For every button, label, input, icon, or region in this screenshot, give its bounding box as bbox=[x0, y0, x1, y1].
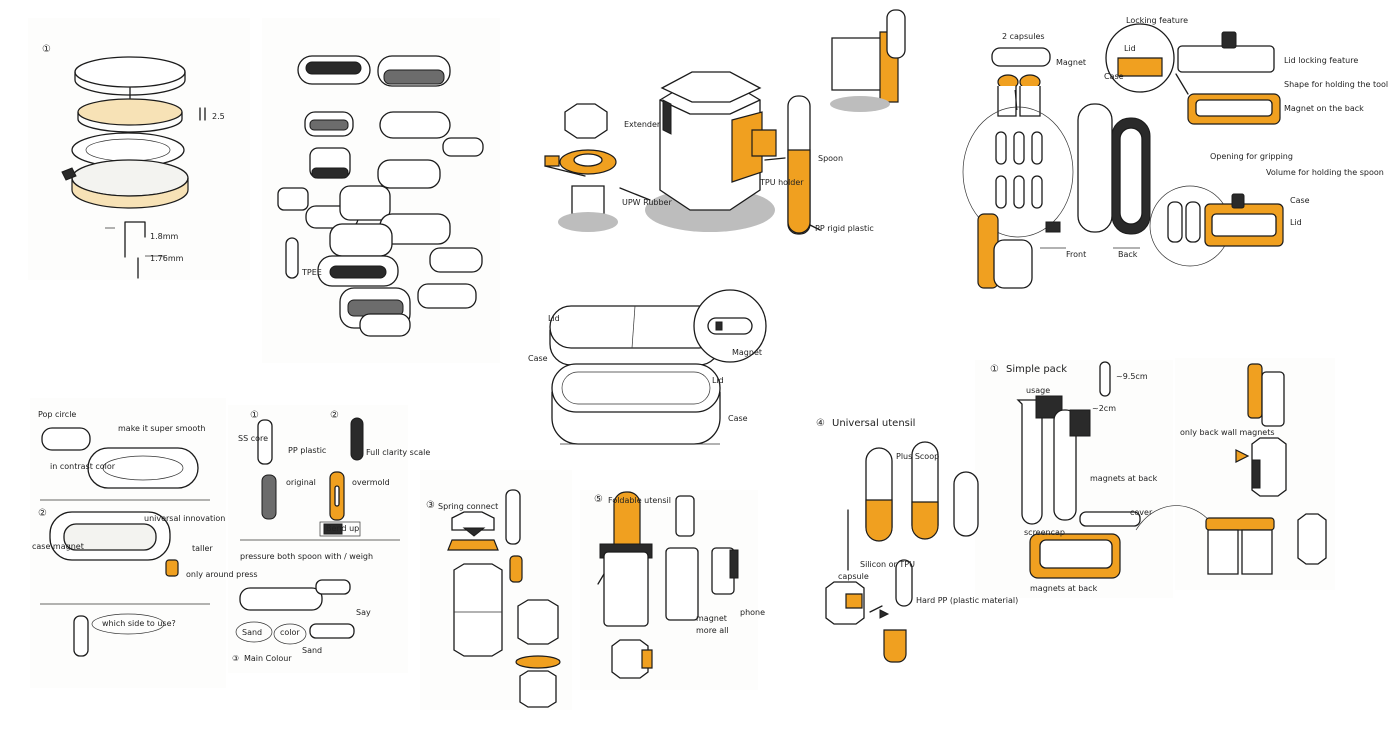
note: pressure both spoon with / weigh bbox=[240, 552, 374, 561]
note: Full clarity scale bbox=[366, 448, 431, 457]
note: capsule bbox=[838, 572, 869, 581]
note: 1.76mm bbox=[150, 254, 184, 263]
note: color bbox=[280, 628, 300, 637]
note: Pop circle bbox=[38, 410, 77, 419]
note: Lid bbox=[548, 314, 560, 323]
note: Bend up bbox=[326, 524, 360, 533]
note: ① bbox=[250, 410, 259, 421]
note: cover bbox=[1130, 508, 1153, 517]
note: Front bbox=[1066, 250, 1087, 259]
panel-1-exploded-case bbox=[61, 56, 206, 279]
note: Case bbox=[528, 354, 548, 363]
panel-6-sketch bbox=[40, 427, 210, 657]
note: Sand bbox=[242, 628, 263, 637]
note: ④ bbox=[816, 418, 825, 429]
note: magnets at back bbox=[1090, 474, 1158, 483]
note: Lid bbox=[1290, 218, 1302, 227]
note: Lid bbox=[712, 376, 724, 385]
note: ② bbox=[330, 410, 339, 421]
note: Lid bbox=[1124, 44, 1136, 53]
panel-3-hex-container bbox=[544, 9, 906, 235]
note: Lid locking feature bbox=[1284, 56, 1359, 65]
note: Spoon bbox=[818, 154, 844, 163]
note: usage bbox=[1026, 386, 1051, 395]
panel-9-foldable-utensil bbox=[597, 491, 739, 679]
note: make it super smooth bbox=[118, 424, 206, 433]
note: universal innovation bbox=[144, 514, 226, 523]
note: Case bbox=[1104, 72, 1124, 81]
note: Opening for gripping bbox=[1210, 152, 1293, 161]
note: Magnet bbox=[732, 348, 763, 357]
note: case magnet bbox=[32, 542, 84, 551]
note: only around press bbox=[186, 570, 258, 579]
note: Sand bbox=[302, 646, 323, 655]
note: Magnet on the back bbox=[1284, 104, 1364, 113]
note: Hard PP (plastic material) bbox=[916, 596, 1019, 605]
note: ~9.5cm bbox=[1116, 372, 1148, 381]
note: PP rigid plastic bbox=[815, 224, 874, 233]
note: ① bbox=[42, 44, 51, 55]
panel-12-hex-set bbox=[1205, 363, 1327, 575]
panel-2-case-variations bbox=[277, 55, 484, 337]
note: Say bbox=[356, 608, 371, 617]
panel-8-hex-stack bbox=[447, 489, 561, 708]
note: Shape for holding the tool bbox=[1284, 80, 1389, 89]
note: TPU holder bbox=[760, 178, 804, 187]
note: ~2cm bbox=[1092, 404, 1116, 413]
note: Locking feature bbox=[1126, 16, 1189, 25]
note: phone bbox=[740, 608, 766, 617]
note: Magnet bbox=[1056, 58, 1087, 67]
note: SS core bbox=[238, 434, 269, 443]
note: Extender bbox=[624, 120, 661, 129]
note: screencap bbox=[1024, 528, 1065, 537]
note: 1.8mm bbox=[150, 232, 179, 241]
note: ① bbox=[990, 364, 999, 375]
note: ③ bbox=[426, 500, 435, 511]
note: in contrast color bbox=[50, 462, 116, 471]
note: TPEE bbox=[302, 268, 322, 277]
note: Foldable utensil bbox=[608, 496, 671, 505]
note: Volume for holding the spoon bbox=[1266, 168, 1384, 177]
note: Case bbox=[728, 414, 748, 423]
note: more all bbox=[696, 626, 729, 635]
note: Simple pack bbox=[1006, 364, 1068, 375]
note: magnets at back bbox=[1030, 584, 1098, 593]
panel-11-simple-pack bbox=[1016, 361, 1227, 579]
note: Main Colour bbox=[244, 654, 292, 663]
note: Spring connect bbox=[438, 502, 499, 511]
note: ⑤ bbox=[594, 494, 603, 505]
note: Silicon or TPU bbox=[860, 560, 915, 569]
note: only back wall magnets bbox=[1180, 428, 1275, 437]
note: magnet bbox=[696, 614, 727, 623]
panel-4-case-detail bbox=[962, 23, 1284, 289]
panel-5-large-case bbox=[549, 289, 767, 445]
panel-10-universal-utensil bbox=[825, 441, 979, 663]
panel-7-sketch bbox=[235, 417, 400, 645]
note: original bbox=[286, 478, 316, 487]
note: PP plastic bbox=[288, 446, 327, 455]
note: Back bbox=[1118, 250, 1138, 259]
note: 2.5 bbox=[212, 112, 225, 121]
note: 2 capsules bbox=[1002, 32, 1045, 41]
note: taller bbox=[192, 544, 213, 553]
note: ② bbox=[38, 508, 47, 519]
note: UPW Rubber bbox=[622, 198, 672, 207]
note: ③ bbox=[232, 654, 240, 663]
note: which side to use? bbox=[102, 619, 176, 628]
note: Universal utensil bbox=[832, 418, 916, 429]
note: Case bbox=[1290, 196, 1310, 205]
note: overmold bbox=[352, 478, 390, 487]
note: Plus Scoop bbox=[896, 452, 940, 461]
